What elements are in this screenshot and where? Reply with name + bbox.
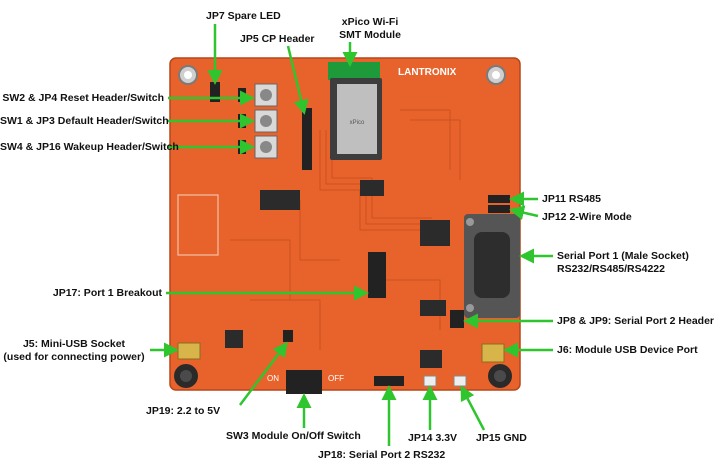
jp8-jp9-header <box>450 310 464 328</box>
serial-port-1 <box>464 214 520 318</box>
label-jp7: JP7 Spare LED <box>206 10 281 22</box>
jp19-jumper <box>283 330 293 342</box>
label-j5: J5: Mini-USB Socket (used for connecting… <box>0 338 148 364</box>
label-jp8: JP8 & JP9: Serial Port 2 Header <box>557 315 714 327</box>
label-sw3: SW3 Module On/Off Switch <box>226 430 361 442</box>
label-jp19: JP19: 2.2 to 5V <box>146 405 221 417</box>
label-j6: J6: Module USB Device Port <box>557 344 698 356</box>
label-sw2: SW2 & JP4 Reset Header/Switch <box>2 92 164 104</box>
label-xpico-line2: SMT Module <box>339 29 401 41</box>
label-jp11: JP11 RS485 <box>542 193 601 205</box>
label-j5-line2: (used for connecting power) <box>3 351 145 363</box>
jp7-header <box>210 82 220 102</box>
left-silkscreen <box>177 194 219 256</box>
label-xpico: xPico Wi-Fi SMT Module <box>330 16 410 42</box>
callout-arrows <box>150 24 553 446</box>
arrow-jp19 <box>239 341 288 406</box>
label-sw4: SW4 & JP16 Wakeup Header/Switch <box>0 141 179 153</box>
jp5-header <box>302 108 312 170</box>
label-jp17: JP17: Port 1 Breakout <box>52 287 162 299</box>
svg-text:ON: ON <box>267 374 279 383</box>
jp17-header <box>368 252 386 298</box>
label-jp15: JP15 GND <box>476 432 527 444</box>
label-jp18: JP18: Serial Port 2 RS232 <box>318 449 446 461</box>
label-jp5: JP5 CP Header <box>240 33 315 45</box>
svg-text:xPico: xPico <box>350 120 365 126</box>
brand-logo: LANTRONIX <box>398 67 457 78</box>
label-jp12: JP12 2-Wire Mode <box>542 211 632 223</box>
label-sw1: SW1 & JP3 Default Header/Switch <box>0 115 169 127</box>
jp11-jp12-jumpers <box>488 195 510 213</box>
label-jp14: JP14 3.3V <box>408 432 458 444</box>
ic-chips <box>225 180 450 368</box>
mounting-holes <box>174 65 512 388</box>
label-serial1: Serial Port 1 (Male Socket) RS232/RS485/… <box>557 250 689 276</box>
arrow-jp15 <box>460 385 486 431</box>
usb-connectors <box>177 342 505 363</box>
xpico-module: xPico <box>328 62 382 160</box>
arrow-jp12 <box>509 205 539 221</box>
arrow-jp5 <box>286 45 309 115</box>
label-serial1-line1: Serial Port 1 (Male Socket) <box>557 250 689 262</box>
label-j5-line1: J5: Mini-USB Socket <box>22 338 126 350</box>
svg-text:OFF: OFF <box>328 374 344 383</box>
label-serial1-line2: RS232/RS485/RS4222 <box>557 263 665 275</box>
sw3-switch: ON OFF <box>267 370 344 394</box>
label-xpico-line1: xPico Wi-Fi <box>341 16 399 28</box>
